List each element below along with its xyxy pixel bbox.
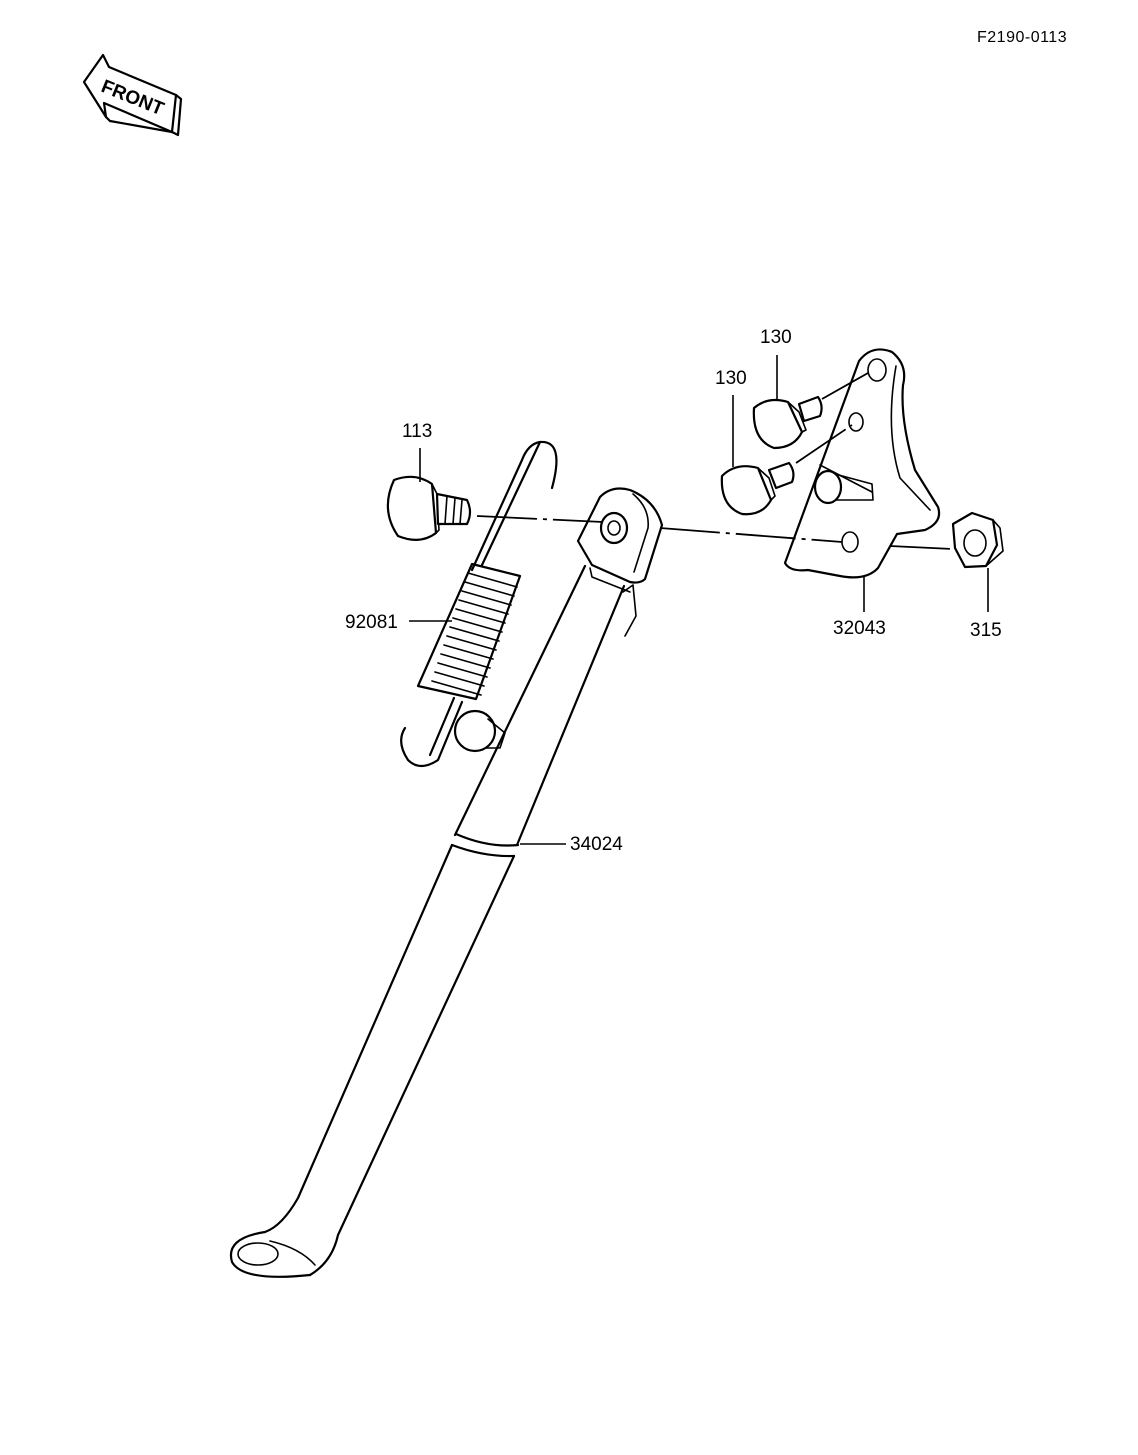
- part-number-92081: 92081: [345, 612, 398, 633]
- spring: [400, 440, 558, 768]
- alignment-line: [795, 424, 853, 464]
- alignment-line: [476, 515, 604, 523]
- part-number-315: 315: [970, 620, 1002, 641]
- nut: [951, 511, 1004, 569]
- part-number-32043: 32043: [833, 618, 886, 639]
- part-number-113: 113: [402, 421, 432, 442]
- bracket-bolt-lower: [720, 461, 795, 516]
- bracket-bolt-upper: [752, 395, 823, 450]
- reference-code: F2190-0113: [977, 29, 1067, 46]
- part-number-130-upper: 130: [760, 327, 792, 348]
- part-number-130-lower: 130: [715, 368, 747, 389]
- alignment-line: [821, 372, 869, 400]
- alignment-line: [889, 545, 953, 550]
- bracket: [783, 348, 941, 579]
- front-arrow-icon: FRONT: [82, 53, 183, 137]
- part-number-34024: 34024: [570, 834, 623, 855]
- alignment-line: [659, 527, 843, 543]
- sidestand: [229, 487, 664, 1278]
- pivot-bolt: [386, 475, 472, 541]
